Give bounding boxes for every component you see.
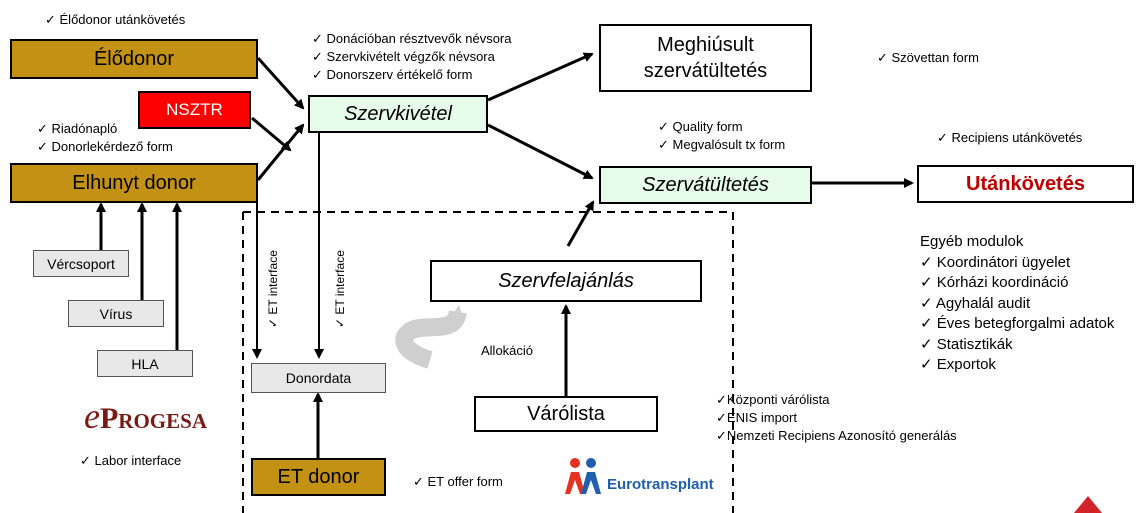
kivetel-notes: ✓ Donációban résztvevők névsora ✓ Szervk…	[312, 30, 512, 84]
szervfelajanlas-label: Szervfelajánlás	[498, 269, 634, 292]
recipiens-note: ✓ Recipiens utánkövetés	[937, 130, 1083, 145]
hla-box: HLA	[97, 350, 193, 377]
donordata-box: Donordata	[251, 363, 386, 393]
hla-label: HLA	[131, 355, 159, 372]
egyeb-item-1: ✓ Koordinátori ügyelet	[920, 253, 1071, 271]
elodonor-box: Élődonor	[10, 39, 258, 79]
vercsoport-box: Vércsoport	[33, 250, 129, 277]
arrow-szervfelajanlas-szervatultetes	[566, 200, 595, 247]
riado-note-1: ✓ Riadónapló	[37, 121, 118, 136]
riado-note-2: ✓ Donorlekérdező form	[37, 139, 173, 154]
egyeb-item-4: ✓ Éves betegforgalmi adatok	[920, 315, 1115, 332]
elodonor-follow-note: ✓ Élődonor utánkövetés	[45, 12, 186, 27]
allokacio-label: Allokáció	[481, 343, 534, 358]
elhunyt-donor-label: Elhunyt donor	[72, 171, 196, 194]
labor-interface-note: ✓ Labor interface	[80, 453, 182, 468]
donordata-label: Donordata	[285, 370, 352, 386]
eurotransplant-text: Eurotransplant	[607, 476, 714, 493]
egyeb-item-3: ✓ Agyhalál audit	[920, 294, 1031, 312]
eurotransplant-people-icon	[565, 458, 601, 494]
arrow-szervkivetel-szervatultetes	[487, 123, 594, 180]
et-offer-note: ✓ ET offer form	[413, 474, 503, 489]
et-interface-label-1: ✓ ET interface	[266, 250, 280, 328]
egyeb-item-6: ✓ Exportok	[920, 356, 996, 373]
kozponti-note-3: ✓Nemzeti Recipiens Azonosító generálás	[716, 428, 957, 443]
elodonor-label: Élődonor	[93, 47, 175, 70]
meghiusult-label-line1: Meghiúsult	[657, 34, 754, 56]
nsztr-box: NSZTR	[138, 91, 251, 129]
eurotransplant-logo: Eurotransplant	[561, 456, 741, 500]
egyeb-title: Egyéb modulok	[920, 233, 1024, 250]
et-region-border	[242, 211, 734, 513]
varolista-box: Várólista	[474, 396, 658, 432]
arrow-szervkivetel-meghiusult	[487, 52, 594, 102]
szovettan-note: ✓ Szövettan form	[877, 50, 979, 65]
kivetel-note-1: ✓ Donációban résztvevők névsora	[312, 31, 512, 46]
eprogesa-logo-e: e	[84, 396, 100, 436]
quality-note-2: ✓ Megvalósult tx form	[658, 137, 786, 152]
szervatultetes-box: Szervátültetés	[599, 166, 812, 204]
kozponti-note-1: ✓Központi várólista	[716, 392, 830, 407]
riado-notes: ✓ Riadónapló ✓ Donorlekérdező form	[37, 120, 173, 156]
egyeb-item-5: ✓ Statisztikák	[920, 335, 1013, 353]
egyeb-item-2: ✓ Kórházi koordináció	[920, 274, 1069, 291]
kozponti-note-2: ✓ENIS import	[716, 410, 797, 425]
quality-note-1: ✓ Quality form	[658, 119, 743, 134]
egyeb-modulok: Egyéb modulok ✓ Koordinátori ügyelet ✓ K…	[920, 232, 1114, 376]
szervfelajanlas-box: Szervfelajánlás	[430, 260, 702, 302]
kozponti-notes: ✓Központi várólista ✓ENIS import ✓Nemzet…	[716, 391, 957, 445]
virus-label: Vírus	[99, 305, 133, 322]
szervkivetel-box: Szervkivétel	[308, 95, 488, 133]
allocation-curved-arrow	[395, 305, 467, 369]
vercsoport-label: Vércsoport	[47, 255, 115, 272]
virus-box: Vírus	[68, 300, 164, 327]
kivetel-note-2: ✓ Szervkivételt végzők névsora	[312, 49, 495, 64]
arrow-elodonor-szervkivetel	[256, 56, 305, 110]
meghiusult-label-line2: szervátültetés	[643, 60, 768, 82]
utankovetes-box: Utánkövetés	[917, 165, 1134, 203]
nsztr-label: NSZTR	[166, 100, 223, 119]
elhunyt-donor-box: Elhunyt donor	[10, 163, 258, 203]
eprogesa-logo-text: Progesa	[99, 402, 207, 435]
eprogesa-logo: eProgesa	[84, 395, 207, 437]
szervkivetel-label: Szervkivétel	[344, 102, 452, 125]
kivetel-note-3: ✓ Donorszerv értékelő form	[312, 67, 473, 82]
varolista-label: Várólista	[527, 402, 605, 425]
corner-red-triangle	[1074, 496, 1102, 513]
arrow-nsztr-szervkivetel	[251, 116, 292, 152]
et-interface-label-2: ✓ ET interface	[333, 250, 347, 328]
szervatultetes-label: Szervátültetés	[642, 173, 769, 196]
et-donor-box: ET donor	[251, 458, 386, 496]
utankovetes-label: Utánkövetés	[966, 172, 1085, 195]
quality-notes: ✓ Quality form ✓ Megvalósult tx form	[658, 118, 785, 154]
arrow-elhunyt-szervkivetel	[256, 123, 305, 181]
et-donor-label: ET donor	[277, 465, 360, 488]
meghiusult-box: Meghiúsult szervátültetés	[599, 24, 812, 92]
